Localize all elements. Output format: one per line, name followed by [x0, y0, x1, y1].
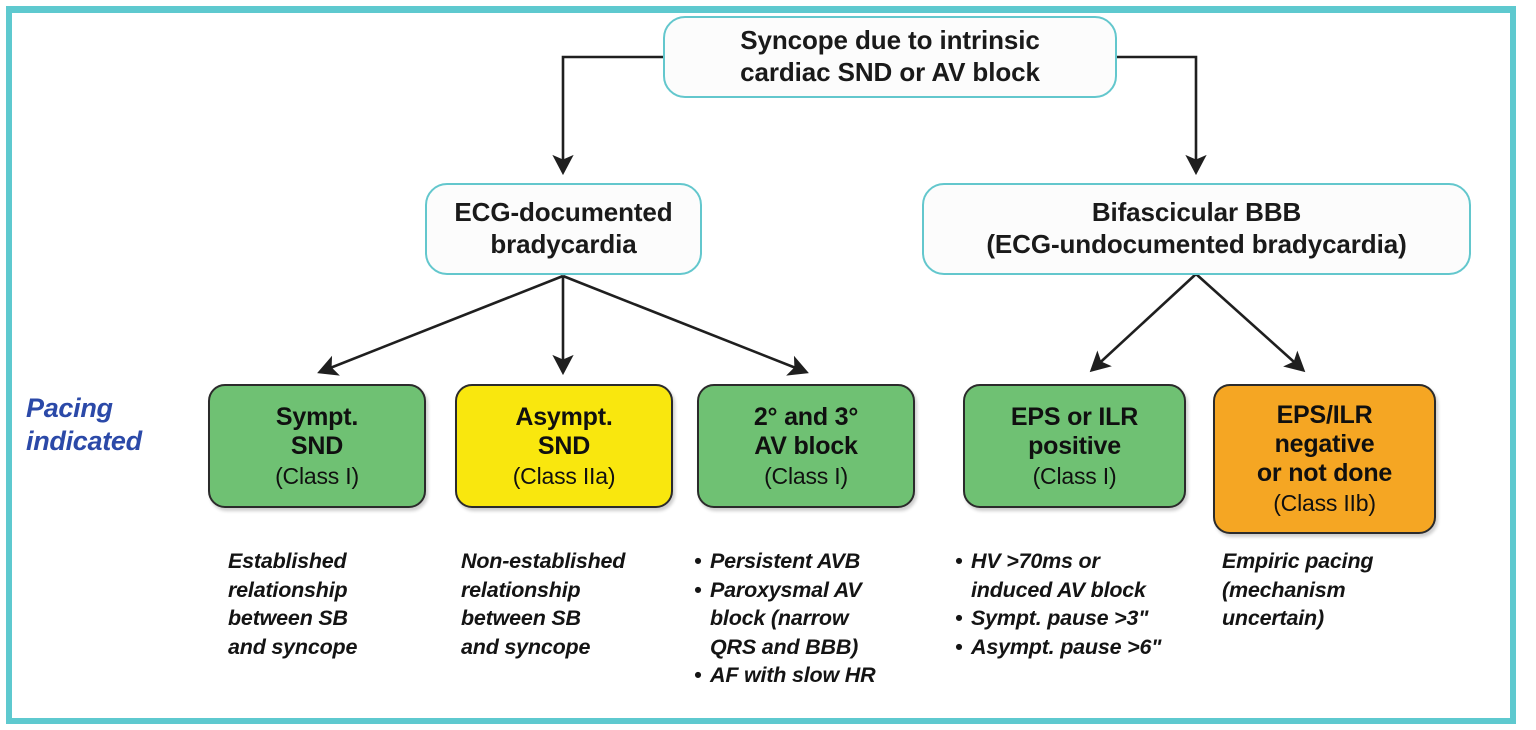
caption-bullet: Paroxysmal AV: [694, 576, 929, 605]
caption-line: between SB: [228, 606, 348, 631]
caption-bullet-cont: block (narrow: [710, 606, 849, 631]
outcome-title-line-1: EPS/ILR: [1276, 401, 1373, 430]
node-bifascicular-bbb-line2: (ECG-undocumented bradycardia): [986, 229, 1407, 259]
caption-line: Non-established: [461, 549, 626, 573]
node-root-line1: Syncope due to intrinsic: [740, 25, 1040, 56]
caption-line: (mechanism: [1222, 577, 1346, 602]
caption-eps-ilr-positive: HV >70ms or induced AV block Sympt. paus…: [955, 547, 1205, 661]
pacing-indicated-label: Pacing indicated: [26, 392, 201, 458]
outcome-title-line-2: SND: [537, 431, 591, 460]
outcome-box-sympt-snd: Sympt. SND (Class I): [208, 384, 426, 508]
caption-bullet-cont: induced AV block: [971, 577, 1146, 602]
outcome-class-badge: (Class IIb): [1273, 490, 1376, 517]
caption-av-block-2-3: Persistent AVB Paroxysmal AV block (narr…: [694, 547, 929, 690]
outcome-title-line-1: 2° and 3°: [753, 402, 859, 431]
caption-line: and syncope: [461, 634, 591, 659]
caption-line: relationship: [461, 577, 581, 602]
caption-asympt-snd: Non-established relationship between SB …: [461, 547, 683, 661]
caption-line: relationship: [228, 577, 348, 602]
outcome-box-eps-ilr-negative: EPS/ILR negative or not done (Class IIb): [1213, 384, 1436, 534]
caption-bullet-cont: QRS and BBB): [710, 634, 859, 659]
caption-line: Established: [228, 549, 347, 573]
node-bifascicular-bbb-line1: Bifascicular BBB: [1091, 197, 1302, 228]
outcome-box-av-block-2-3: 2° and 3° AV block (Class I): [697, 384, 915, 508]
outcome-class-badge: (Class I): [1032, 462, 1117, 489]
outcome-box-asympt-snd: Asympt. SND (Class IIa): [455, 384, 673, 508]
caption-eps-ilr-negative: Empiric pacing (mechanism uncertain): [1222, 547, 1452, 633]
pacing-indicated-line1: Pacing: [26, 393, 113, 423]
outcome-title-line-1: Sympt.: [275, 402, 359, 431]
outcome-title-line-2: AV block: [754, 431, 858, 460]
outcome-box-eps-ilr-positive: EPS or ILR positive (Class I): [963, 384, 1186, 508]
caption-bullet: Sympt. pause >3": [955, 604, 1205, 633]
node-root-line2: cardiac SND or AV block: [740, 57, 1040, 87]
caption-line: and syncope: [228, 634, 358, 659]
outcome-title-line-1: EPS or ILR: [1010, 402, 1139, 431]
outcome-class-badge: (Class I): [275, 462, 359, 489]
outcome-title-line-1: Asympt.: [515, 402, 613, 431]
outcome-title-line-2: SND: [290, 431, 344, 460]
caption-bullet: HV >70ms or: [955, 547, 1205, 576]
node-root: Syncope due to intrinsic cardiac SND or …: [663, 16, 1117, 98]
caption-line: between SB: [461, 606, 581, 631]
node-ecg-documented: ECG-documented bradycardia: [425, 183, 702, 275]
caption-bullet: Asympt. pause >6": [955, 633, 1205, 662]
node-bifascicular-bbb: Bifascicular BBB (ECG-undocumented brady…: [922, 183, 1471, 275]
caption-line: uncertain): [1222, 606, 1324, 631]
caption-bullet: AF with slow HR: [694, 661, 929, 690]
outcome-class-badge: (Class I): [764, 462, 848, 489]
caption-bullet: Persistent AVB: [694, 547, 929, 576]
node-ecg-documented-line1: ECG-documented: [454, 197, 673, 228]
outcome-title-line-2: negative: [1274, 430, 1375, 459]
outcome-title-line-2: positive: [1028, 431, 1121, 460]
caption-sympt-snd: Established relationship between SB and …: [228, 547, 443, 661]
pacing-indicated-line2: indicated: [26, 425, 142, 456]
node-ecg-documented-line2: bradycardia: [490, 229, 637, 259]
outcome-title-line-3: or not done: [1256, 459, 1393, 488]
outcome-class-badge: (Class IIa): [512, 462, 616, 489]
caption-line: Empiric pacing: [1222, 549, 1374, 573]
